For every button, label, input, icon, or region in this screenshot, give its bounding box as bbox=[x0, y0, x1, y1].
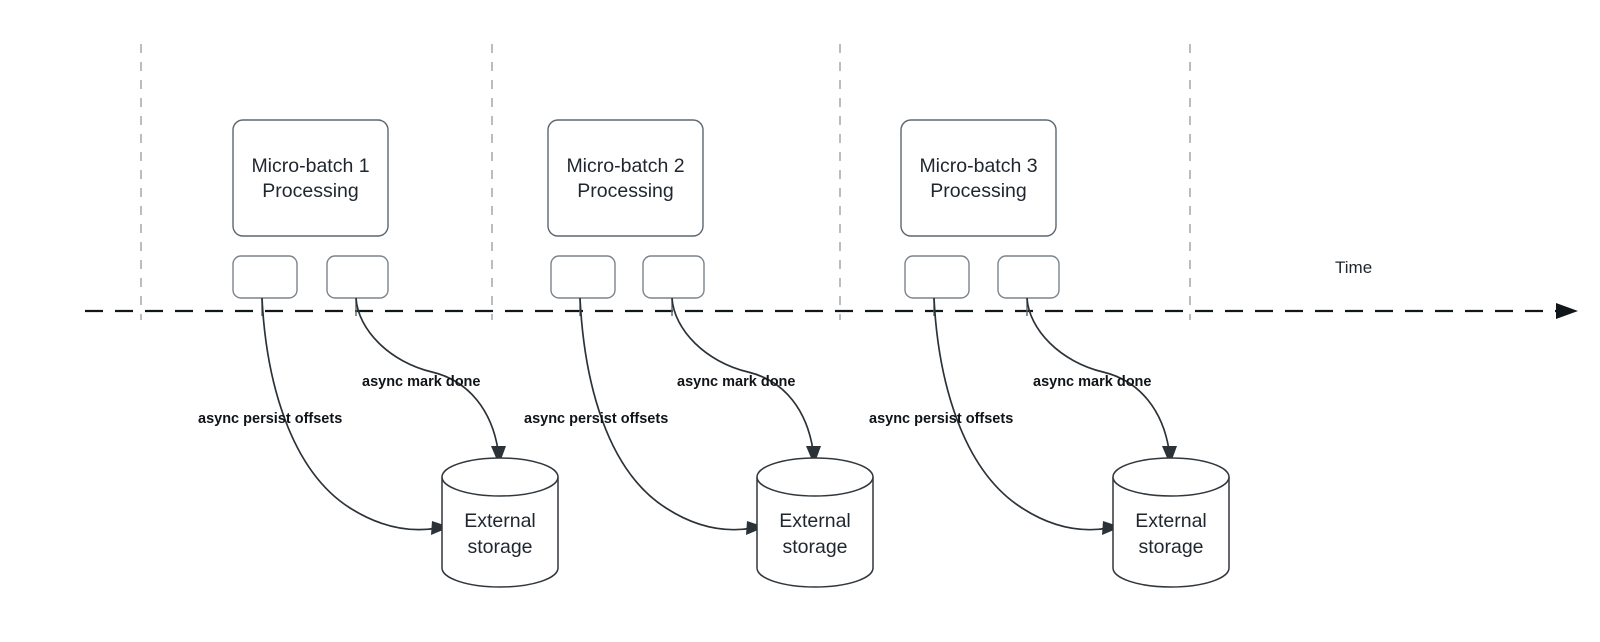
external-storage-2-label-line2: storage bbox=[782, 536, 847, 558]
micro-batch-2-markdone-event-box[interactable] bbox=[642, 255, 705, 299]
time-axis: Time bbox=[85, 258, 1578, 319]
micro-batch-1-persist-event-shape[interactable] bbox=[232, 255, 298, 299]
micro-batch-1-box-shape[interactable] bbox=[232, 119, 389, 237]
micro-batch-3-box[interactable]: Micro-batch 3 Processing bbox=[900, 119, 1057, 237]
micro-batch-3-persist-flow: async persist offsets bbox=[869, 297, 1121, 535]
micro-batch-3-label-line1: Micro-batch 3 bbox=[919, 155, 1037, 177]
micro-batch-2-persist-flow: async persist offsets bbox=[524, 297, 765, 535]
micro-batch-1-persist-flow: async persist offsets bbox=[198, 297, 450, 535]
time-axis-label: Time bbox=[1335, 258, 1372, 277]
micro-batch-3-persist-event-box[interactable] bbox=[904, 255, 970, 299]
micro-batch-2-box-shape[interactable] bbox=[547, 119, 704, 237]
micro-batch-3-markdone-label: async mark done bbox=[1033, 374, 1151, 390]
micro-batch-2-persist-event-box[interactable] bbox=[550, 255, 616, 299]
micro-batch-2-markdone-arrow-path bbox=[671, 297, 814, 451]
group-3: Micro-batch 3 Processing async persist o… bbox=[869, 119, 1230, 588]
micro-batch-1-markdone-arrow-path bbox=[355, 297, 499, 451]
micro-batch-1-persist-label: async persist offsets bbox=[198, 411, 342, 427]
micro-batch-3-markdone-flow: async mark done bbox=[1026, 297, 1177, 465]
micro-batch-2-label-line1: Micro-batch 2 bbox=[566, 155, 684, 177]
micro-batch-1-persist-arrow-path bbox=[261, 297, 439, 531]
micro-batch-1-markdone-event-shape[interactable] bbox=[326, 255, 389, 299]
external-storage-2-body[interactable] bbox=[756, 477, 874, 588]
micro-batch-2-label-line2: Processing bbox=[577, 180, 673, 202]
external-storage-3-label-line2: storage bbox=[1138, 536, 1203, 558]
micro-batch-2-persist-event-shape[interactable] bbox=[550, 255, 616, 299]
micro-batch-3-markdone-event-box[interactable] bbox=[997, 255, 1060, 299]
micro-batch-3-box-shape[interactable] bbox=[900, 119, 1057, 237]
external-storage-2-label-line1: External bbox=[779, 510, 851, 532]
micro-batch-2-persist-arrow-path bbox=[579, 297, 754, 531]
micro-batch-1-label-line2: Processing bbox=[262, 180, 358, 202]
micro-batch-2-persist-arrowhead bbox=[746, 521, 765, 535]
micro-batch-3-markdone-event-shape[interactable] bbox=[997, 255, 1060, 299]
micro-batch-2-markdone-label: async mark done bbox=[677, 374, 795, 390]
group-1: Micro-batch 1 Processing async persist o… bbox=[198, 119, 559, 588]
micro-batch-1-markdone-arrowhead bbox=[491, 446, 506, 465]
external-storage-1-body[interactable] bbox=[441, 477, 559, 588]
micro-batch-3-persist-event-shape[interactable] bbox=[904, 255, 970, 299]
micro-batch-3-markdone-arrow-path bbox=[1026, 297, 1170, 451]
micro-batch-1-box[interactable]: Micro-batch 1 Processing bbox=[232, 119, 389, 237]
external-storage-2-top[interactable] bbox=[756, 457, 874, 497]
micro-batch-2-markdone-event-shape[interactable] bbox=[642, 255, 705, 299]
external-storage-1[interactable]: External storage bbox=[441, 457, 559, 588]
micro-batch-2-persist-label: async persist offsets bbox=[524, 411, 668, 427]
external-storage-2[interactable]: External storage bbox=[756, 457, 874, 588]
external-storage-3-label-line1: External bbox=[1135, 510, 1207, 532]
external-storage-3[interactable]: External storage bbox=[1112, 457, 1230, 588]
micro-batch-1-label-line1: Micro-batch 1 bbox=[251, 155, 369, 177]
external-storage-1-label-line2: storage bbox=[467, 536, 532, 558]
micro-batch-1-persist-arrowhead bbox=[431, 521, 450, 535]
external-storage-3-top[interactable] bbox=[1112, 457, 1230, 497]
time-axis-arrowhead bbox=[1556, 303, 1578, 319]
external-storage-1-top[interactable] bbox=[441, 457, 559, 497]
micro-batch-2-markdone-arrowhead bbox=[806, 446, 821, 465]
micro-batch-2-box[interactable]: Micro-batch 2 Processing bbox=[547, 119, 704, 237]
micro-batch-3-persist-label: async persist offsets bbox=[869, 411, 1013, 427]
micro-batch-3-persist-arrowhead bbox=[1102, 521, 1121, 535]
external-storage-3-body[interactable] bbox=[1112, 477, 1230, 588]
micro-batch-1-markdone-event-box[interactable] bbox=[326, 255, 389, 299]
group-2: Micro-batch 2 Processing async persist o… bbox=[524, 119, 874, 588]
micro-batch-1-persist-event-box[interactable] bbox=[232, 255, 298, 299]
micro-batch-1-markdone-label: async mark done bbox=[362, 374, 480, 390]
micro-batch-1-markdone-flow: async mark done bbox=[355, 297, 506, 465]
micro-batch-3-persist-arrow-path bbox=[933, 297, 1110, 531]
micro-batch-3-label-line2: Processing bbox=[930, 180, 1026, 202]
micro-batch-2-markdone-flow: async mark done bbox=[671, 297, 821, 465]
micro-batch-3-markdone-arrowhead bbox=[1162, 446, 1177, 465]
external-storage-1-label-line1: External bbox=[464, 510, 536, 532]
